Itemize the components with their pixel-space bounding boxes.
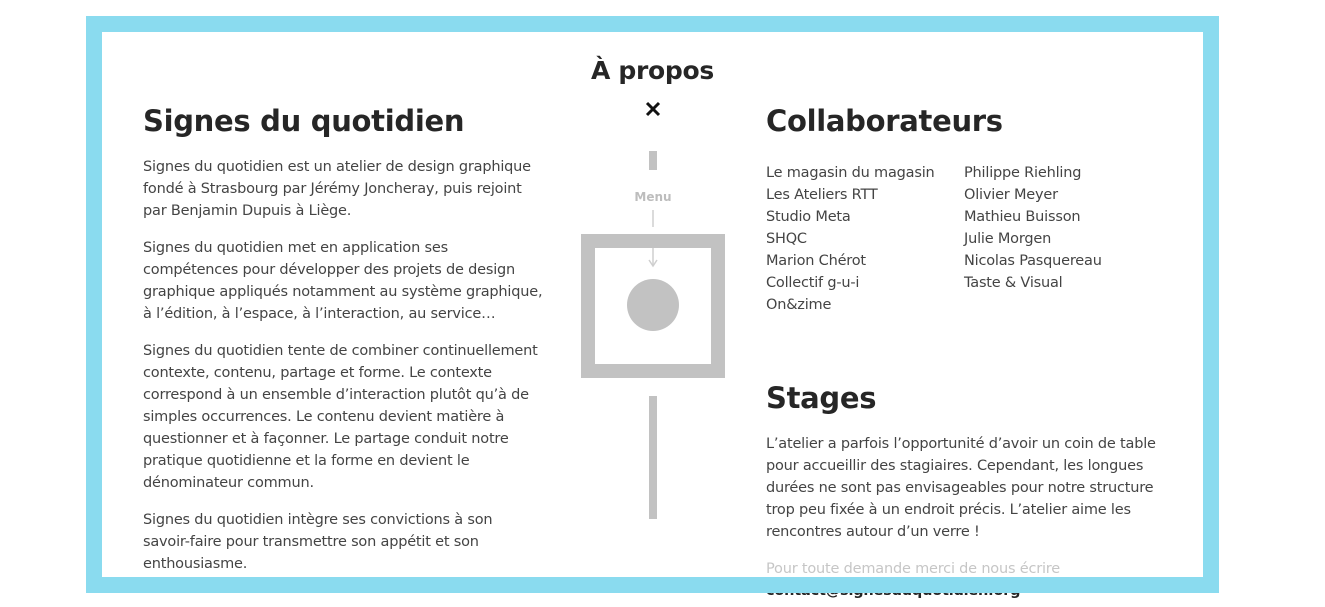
contact-prompt: Pour toute demande merci de nous écrire — [766, 561, 1060, 577]
collaborator-item: SHQC — [766, 231, 807, 247]
collaborator-item: Philippe Riehling — [964, 165, 1082, 181]
collaborator-item: Marion Chérot — [766, 253, 866, 269]
about-paragraph: Signes du quotidien met en application s… — [143, 240, 543, 322]
close-button[interactable] — [641, 97, 665, 121]
menu-diagram: Menu — [578, 150, 728, 522]
stages-section: Stages L’atelier a parfois l’opportunité… — [766, 381, 1166, 602]
collaborator-item: Studio Meta — [766, 209, 851, 225]
diagram-bar-top — [649, 151, 657, 170]
about-section: Signes du quotidien Signes du quotidien … — [143, 104, 543, 590]
collaborator-item: Le magasin du magasin — [766, 165, 935, 181]
page-title: À propos — [590, 56, 714, 85]
stages-heading: Stages — [766, 381, 877, 415]
collaborators-section: Collaborateurs Le magasin du magasin Les… — [766, 104, 1166, 316]
collaborator-item: Olivier Meyer — [964, 187, 1058, 203]
modal-frame-bottom-edge — [86, 577, 1219, 593]
diagram-circle — [627, 279, 679, 331]
menu-diagram-graphic — [581, 151, 725, 519]
about-paragraph: Signes du quotidien est un atelier de de… — [143, 159, 531, 219]
collaborator-item: On&zime — [766, 297, 832, 313]
collaborators-list: Le magasin du magasin Les Ateliers RTT S… — [766, 162, 1166, 316]
close-icon — [645, 101, 661, 117]
collaborator-item: Nicolas Pasquereau — [964, 253, 1102, 269]
about-paragraph: Signes du quotidien intègre ses convicti… — [143, 512, 493, 572]
arrow-head-icon — [648, 259, 658, 268]
collaborators-column-2: Philippe Riehling Olivier Meyer Mathieu … — [964, 162, 1102, 316]
collaborator-item: Les Ateliers RTT — [766, 187, 878, 203]
about-heading: Signes du quotidien — [143, 104, 465, 138]
diagram-bar-bottom — [649, 396, 657, 519]
diagram-square — [581, 234, 725, 378]
collaborators-column-1: Le magasin du magasin Les Ateliers RTT S… — [766, 162, 964, 316]
about-paragraph: Signes du quotidien tente de combiner co… — [143, 343, 538, 491]
collaborator-item: Mathieu Buisson — [964, 209, 1081, 225]
collaborator-item: Julie Morgen — [964, 231, 1052, 247]
stages-text: L’atelier a parfois l’opportunité d’avoi… — [766, 436, 1156, 540]
collaborator-item: Collectif g-u-i — [766, 275, 860, 291]
menu-label: Menu — [634, 190, 672, 204]
collaborators-heading: Collaborateurs — [766, 104, 1003, 138]
collaborator-item: Taste & Visual — [964, 275, 1063, 291]
